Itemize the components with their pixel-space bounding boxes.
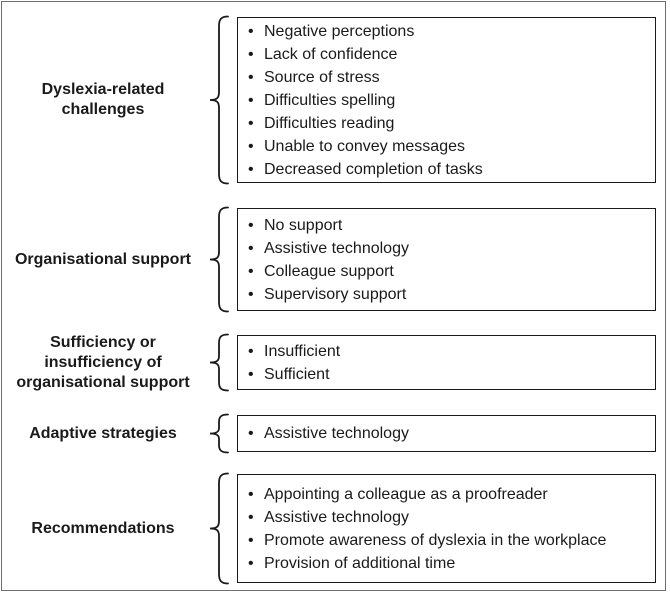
list-item: • Supervisory support bbox=[248, 283, 651, 306]
bullet-icon: • bbox=[248, 160, 254, 178]
list-item-text: Difficulties spelling bbox=[264, 91, 396, 109]
list-item: • Assistive technology bbox=[248, 422, 651, 445]
curly-brace-icon bbox=[209, 206, 229, 313]
bullet-icon: • bbox=[248, 285, 254, 303]
list-item-text: Provision of additional time bbox=[264, 554, 456, 572]
list-item-text: Unable to convey messages bbox=[264, 137, 465, 155]
label-line: Dyslexia-related bbox=[41, 81, 165, 98]
list-item: • Difficulties reading bbox=[248, 112, 651, 135]
list-item: • Appointing a colleague as a proofreader bbox=[248, 483, 651, 506]
list-item: • Assistive technology bbox=[248, 237, 651, 260]
bullet-icon: • bbox=[248, 262, 254, 280]
label-line: challenges bbox=[61, 101, 145, 118]
label-line: Organisational support bbox=[14, 250, 191, 268]
curly-brace-icon bbox=[209, 413, 229, 454]
curly-brace-icon bbox=[209, 333, 229, 392]
list-item: • Decreased completion of tasks bbox=[248, 158, 651, 181]
items-box-organisational-support: • No support • Assistive technology • Colle… bbox=[237, 208, 656, 311]
bullet-icon: • bbox=[248, 91, 254, 109]
bullet-icon: • bbox=[248, 22, 254, 40]
section-label-recommendations: Recommendations bbox=[5, 474, 201, 583]
section-label-adaptive-strategies: Adaptive strategies bbox=[5, 415, 201, 452]
label-line: Adaptive strategies bbox=[29, 424, 177, 442]
bullet-icon: • bbox=[248, 216, 254, 234]
list-item: • Sufficient bbox=[248, 363, 651, 386]
bullet-icon: • bbox=[248, 114, 254, 132]
curly-brace-icon bbox=[209, 15, 229, 185]
items-box-adaptive-strategies: • Assistive technology bbox=[237, 415, 656, 452]
section-label-dyslexia-challenges: Dyslexia-related challenges bbox=[5, 17, 201, 183]
list-item-text: Assistive technology bbox=[264, 425, 409, 442]
items-box-sufficiency: • Insufficient • Sufficient bbox=[237, 335, 656, 390]
list-item-text: Sufficient bbox=[264, 365, 330, 383]
list-item: • No support bbox=[248, 214, 651, 237]
bullet-icon: • bbox=[248, 425, 254, 442]
section-label-organisational-support: Organisational support bbox=[5, 208, 201, 311]
list-item: • Colleague support bbox=[248, 260, 651, 283]
bullet-icon: • bbox=[248, 531, 254, 549]
bullet-icon: • bbox=[248, 45, 254, 63]
bullet-icon: • bbox=[248, 68, 254, 86]
curly-brace-icon bbox=[209, 472, 229, 585]
bullet-icon: • bbox=[248, 239, 254, 257]
items-box-dyslexia-challenges: • Negative perceptions • Lack of confidenc… bbox=[237, 17, 656, 183]
list-item: • Provision of additional time bbox=[248, 552, 651, 575]
items-box-recommendations: • Appointing a colleague as a proofreader… bbox=[237, 474, 656, 583]
list-item: • Lack of confidence bbox=[248, 43, 651, 66]
list-item: • Promote awareness of dyslexia in the wo… bbox=[248, 529, 651, 552]
list-item-text: Difficulties reading bbox=[264, 114, 395, 132]
list-item-text: Decreased completion of tasks bbox=[264, 160, 483, 178]
list-item-text: Promote awareness of dyslexia in the wor… bbox=[264, 531, 607, 549]
list-item-text: Source of stress bbox=[264, 68, 380, 86]
list-item-text: No support bbox=[264, 216, 343, 234]
list-item: • Assistive technology bbox=[248, 506, 651, 529]
list-item-text: Negative perceptions bbox=[264, 22, 415, 40]
bullet-icon: • bbox=[248, 365, 254, 383]
list-item: • Unable to convey messages bbox=[248, 135, 651, 158]
label-line: Recommendations bbox=[31, 519, 175, 537]
list-item-text: Colleague support bbox=[264, 262, 394, 280]
section-label-sufficiency: Sufficiency or insufficiency of organisa… bbox=[5, 333, 201, 392]
list-item: • Negative perceptions bbox=[248, 20, 651, 43]
list-item-text: Appointing a colleague as a proofreader bbox=[264, 485, 548, 503]
bullet-icon: • bbox=[248, 137, 254, 155]
list-item-text: Assistive technology bbox=[264, 239, 409, 257]
list-item: • Insufficient bbox=[248, 340, 651, 363]
bullet-icon: • bbox=[248, 554, 254, 572]
label-line: insufficiency of bbox=[44, 353, 162, 371]
list-item-text: Lack of confidence bbox=[264, 45, 398, 63]
list-item: • Difficulties spelling bbox=[248, 89, 651, 112]
label-line: organisational support bbox=[16, 373, 190, 391]
list-item-text: Assistive technology bbox=[264, 508, 409, 526]
bullet-icon: • bbox=[248, 342, 254, 360]
bullet-icon: • bbox=[248, 485, 254, 503]
bullet-icon: • bbox=[248, 508, 254, 526]
label-line: Sufficiency or bbox=[50, 333, 156, 351]
list-item: • Source of stress bbox=[248, 66, 651, 89]
list-item-text: Insufficient bbox=[264, 342, 341, 360]
list-item-text: Supervisory support bbox=[264, 285, 407, 303]
